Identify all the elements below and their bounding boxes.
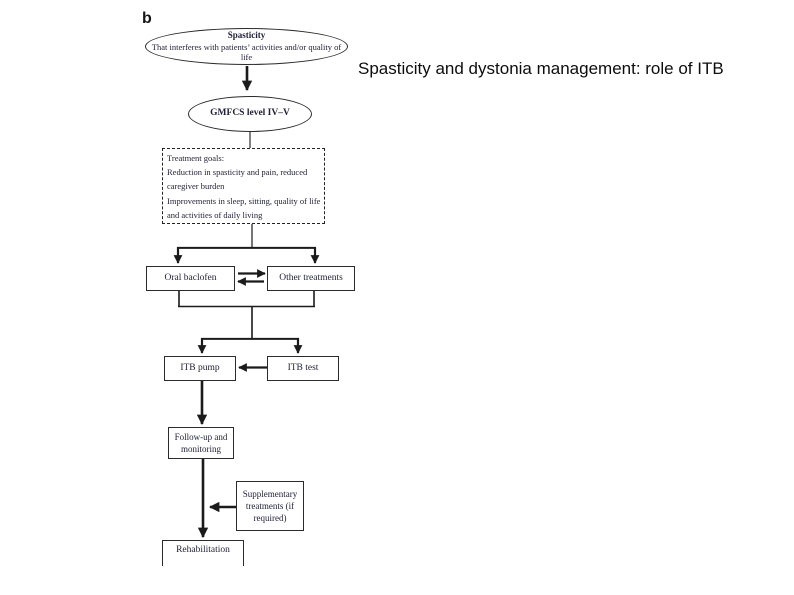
node-itb-pump: ITB pump — [164, 356, 236, 381]
node-other-treatments: Other treatments — [267, 266, 355, 291]
node-oral-baclofen: Oral baclofen — [146, 266, 235, 291]
node-spasticity-desc: That interferes with patients’ activitie… — [151, 41, 342, 63]
treatment-goals-title: Treatment goals: — [167, 153, 225, 163]
node-gmfcs-level: GMFCS level IV–V — [188, 96, 312, 132]
node-treatment-goals: Treatment goals: Reduction in spasticity… — [162, 148, 325, 224]
node-follow-up-label: Follow-up and monitoring — [174, 431, 228, 454]
node-supplementary-treatments: Supplementary treatments (if required) — [236, 481, 304, 531]
node-spasticity-title: Spasticity — [227, 30, 266, 41]
node-other-treatments-label: Other treatments — [279, 272, 343, 283]
node-rehabilitation-label: Rehabilitation — [176, 545, 230, 555]
slide-title: Spasticity and dystonia management: role… — [358, 59, 724, 78]
treatment-goal-1: Reduction in spasticity and pain, reduce… — [167, 167, 308, 192]
treatment-goal-2: Improvements in sleep, sitting, quality … — [167, 195, 321, 220]
node-itb-test-label: ITB test — [287, 362, 319, 373]
node-follow-up-monitoring: Follow-up and monitoring — [168, 427, 234, 459]
node-spasticity: Spasticity That interferes with patients… — [145, 28, 348, 65]
figure-panel-label: b — [142, 10, 152, 27]
node-itb-test: ITB test — [267, 356, 339, 381]
node-supplementary-label: Supplementary treatments (if required) — [242, 488, 298, 524]
node-itb-pump-label: ITB pump — [180, 362, 220, 373]
node-oral-baclofen-label: Oral baclofen — [164, 272, 217, 283]
node-rehabilitation: Rehabilitation — [162, 540, 244, 566]
node-gmfcs-label: GMFCS level IV–V — [210, 108, 290, 119]
